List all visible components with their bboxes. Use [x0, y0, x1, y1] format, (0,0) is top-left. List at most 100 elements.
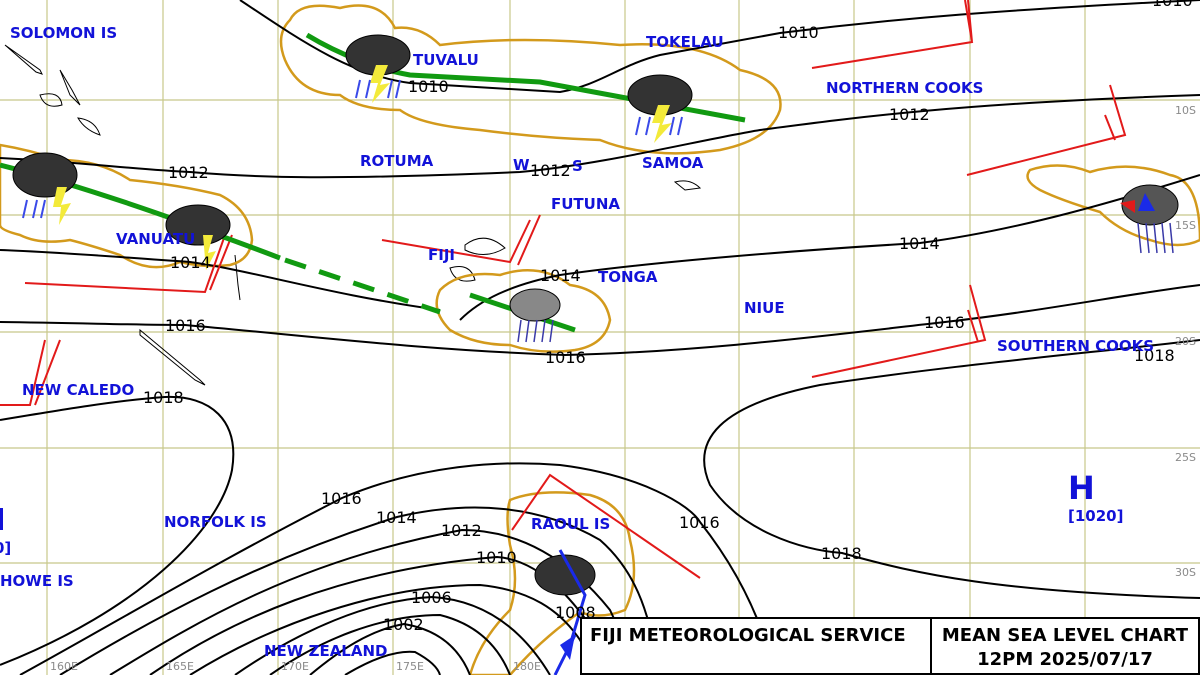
- isobar-label: 1010: [408, 77, 449, 96]
- longitude-label: 180E: [513, 660, 541, 673]
- isobar-label: 1014: [899, 234, 940, 253]
- isobar-label: 1002: [383, 615, 424, 634]
- chart-name: MEAN SEA LEVEL CHART: [941, 625, 1189, 646]
- isobar-1000-south: [344, 650, 441, 675]
- isobar-label: 1010: [476, 548, 517, 567]
- isobar-1018-east: [703, 339, 1200, 599]
- isobar-label: 1016: [545, 348, 586, 367]
- latitude-label: 30S: [1175, 566, 1196, 579]
- isobar-1018-west: [0, 395, 235, 666]
- front-vanuatu-dashed: [284, 257, 441, 315]
- thunderstorm-icon: [627, 74, 693, 143]
- place-label-new-zealand: NEW ZEALAND: [264, 642, 387, 660]
- trough-vanuatu: [24, 234, 233, 294]
- longitude-label: 160E: [50, 660, 78, 673]
- isobar-label: 1012: [530, 161, 571, 180]
- place-label-raoul: RAOUL IS: [531, 515, 610, 533]
- place-label-solomon: SOLOMON IS: [10, 24, 117, 42]
- isobar-label: 1006: [411, 588, 452, 607]
- latitude-label: 20S: [1175, 335, 1196, 348]
- isobar-1014-south: [59, 506, 661, 675]
- place-label-fiji: FIJI: [428, 246, 455, 264]
- place-label-lord-howe: HOWE IS: [0, 572, 74, 590]
- isobar-label: 1016: [321, 489, 362, 508]
- thunderstorm-icon: [165, 204, 231, 270]
- place-label-samoa: SAMOA: [642, 154, 704, 172]
- isobar-1010-south: [149, 555, 621, 675]
- isobar-1002-south: [309, 622, 471, 675]
- isobar-label: 1014: [170, 253, 211, 272]
- place-label-wallis-w: W: [513, 156, 530, 174]
- isobar-label: 1012: [889, 105, 930, 124]
- longitude-label: 170E: [281, 660, 309, 673]
- longitude-label: 165E: [166, 660, 194, 673]
- place-label-norfolk: NORFOLK IS: [164, 513, 267, 531]
- isobar-1014-west: [0, 249, 441, 311]
- isobar-label: 1018: [1134, 346, 1175, 365]
- isobar-label: 1010: [1152, 0, 1193, 10]
- isobar-1006-south: [234, 595, 551, 675]
- high-pressure-symbol: H: [1068, 469, 1095, 507]
- valid-time: 12PM 2025/07/17: [977, 649, 1153, 670]
- rain-cloud-icon: [509, 288, 561, 343]
- isobar-label: 1018: [821, 544, 862, 563]
- isobar-label: 1016: [679, 513, 720, 532]
- thunderstorm-icon: [12, 152, 78, 225]
- place-labels: SOLOMON IS TUVALU TOKELAU NORTHERN COOKS…: [0, 24, 1154, 660]
- troughs: [0, 0, 1127, 579]
- trough-east: [966, 84, 1127, 176]
- trough-new-caledonia: [0, 339, 61, 406]
- place-label-tonga: TONGA: [598, 268, 658, 286]
- rain-cloud-icon: [1120, 184, 1179, 254]
- trough-southern-cooks: [811, 284, 987, 378]
- isobar-labels: 1010 1010 1010 1012 1012 1012 1014 1014 …: [143, 0, 1193, 634]
- place-label-tokelau: TOKELAU: [646, 33, 724, 51]
- isobar-label: 1016: [924, 313, 965, 332]
- place-label-new-caledonia: NEW CALEDO: [22, 381, 134, 399]
- cloud-area-southern-cooks: [1026, 164, 1200, 247]
- isobar-1010-north: [239, 0, 1200, 94]
- cloud-area-vanuatu: [0, 143, 254, 269]
- isobar-1008-south: [189, 583, 601, 675]
- trough-northern-cooks: [811, 0, 974, 69]
- isobar-1016: [0, 284, 1200, 357]
- place-label-wallis-s: S: [572, 157, 583, 175]
- thunderstorm-icon: [534, 549, 596, 675]
- longitude-labels: 160E 165E 170E 175E 180E: [50, 660, 541, 673]
- longitude-label: 175E: [396, 660, 424, 673]
- isobar-label: 1010: [778, 23, 819, 42]
- partial-high-symbol: [0, 508, 3, 530]
- place-label-southern-cooks: SOUTHERN COOKS: [997, 337, 1154, 355]
- latitude-label: 25S: [1175, 451, 1196, 464]
- isobar-label: 1018: [143, 388, 184, 407]
- latitude-label: 15S: [1175, 219, 1196, 232]
- trough-fiji: [381, 214, 541, 266]
- place-label-vanuatu: VANUATU: [116, 230, 195, 248]
- chart-info: MEAN SEA LEVEL CHART 12PM 2025/07/17: [932, 619, 1198, 673]
- place-label-northern-cooks: NORTHERN COOKS: [826, 79, 983, 97]
- cloud-area-fiji: [435, 269, 612, 353]
- isobar-label: 1014: [540, 266, 581, 285]
- high-pressure-value: [1020]: [1068, 507, 1124, 525]
- isobar-label: 1012: [441, 521, 482, 540]
- isobar-label: 1014: [376, 508, 417, 527]
- place-label-rotuma: ROTUMA: [360, 152, 434, 170]
- isobar-1014-east: [459, 174, 1200, 321]
- partial-pressure-value: 0]: [0, 539, 12, 557]
- place-label-futuna: FUTUNA: [551, 195, 620, 213]
- trough-raoul: [511, 473, 701, 579]
- thunderstorm-icon: [345, 34, 411, 103]
- place-label-tuvalu: TUVALU: [413, 51, 479, 69]
- place-label-niue: NIUE: [744, 299, 785, 317]
- issuing-service: FIJI METEOROLOGICAL SERVICE: [582, 619, 932, 673]
- isobar-1012: [0, 94, 1200, 179]
- isobar-label: 1012: [168, 163, 209, 182]
- thunderstorm-symbols: [12, 34, 1179, 675]
- latitude-labels: 10S 15S 20S 25S 30S: [1175, 104, 1196, 579]
- chart-title-box: FIJI METEOROLOGICAL SERVICE MEAN SEA LEV…: [580, 617, 1200, 675]
- isobar-1004-south: [269, 613, 511, 675]
- latitude-label: 10S: [1175, 104, 1196, 117]
- isobar-1016-south: [19, 462, 776, 675]
